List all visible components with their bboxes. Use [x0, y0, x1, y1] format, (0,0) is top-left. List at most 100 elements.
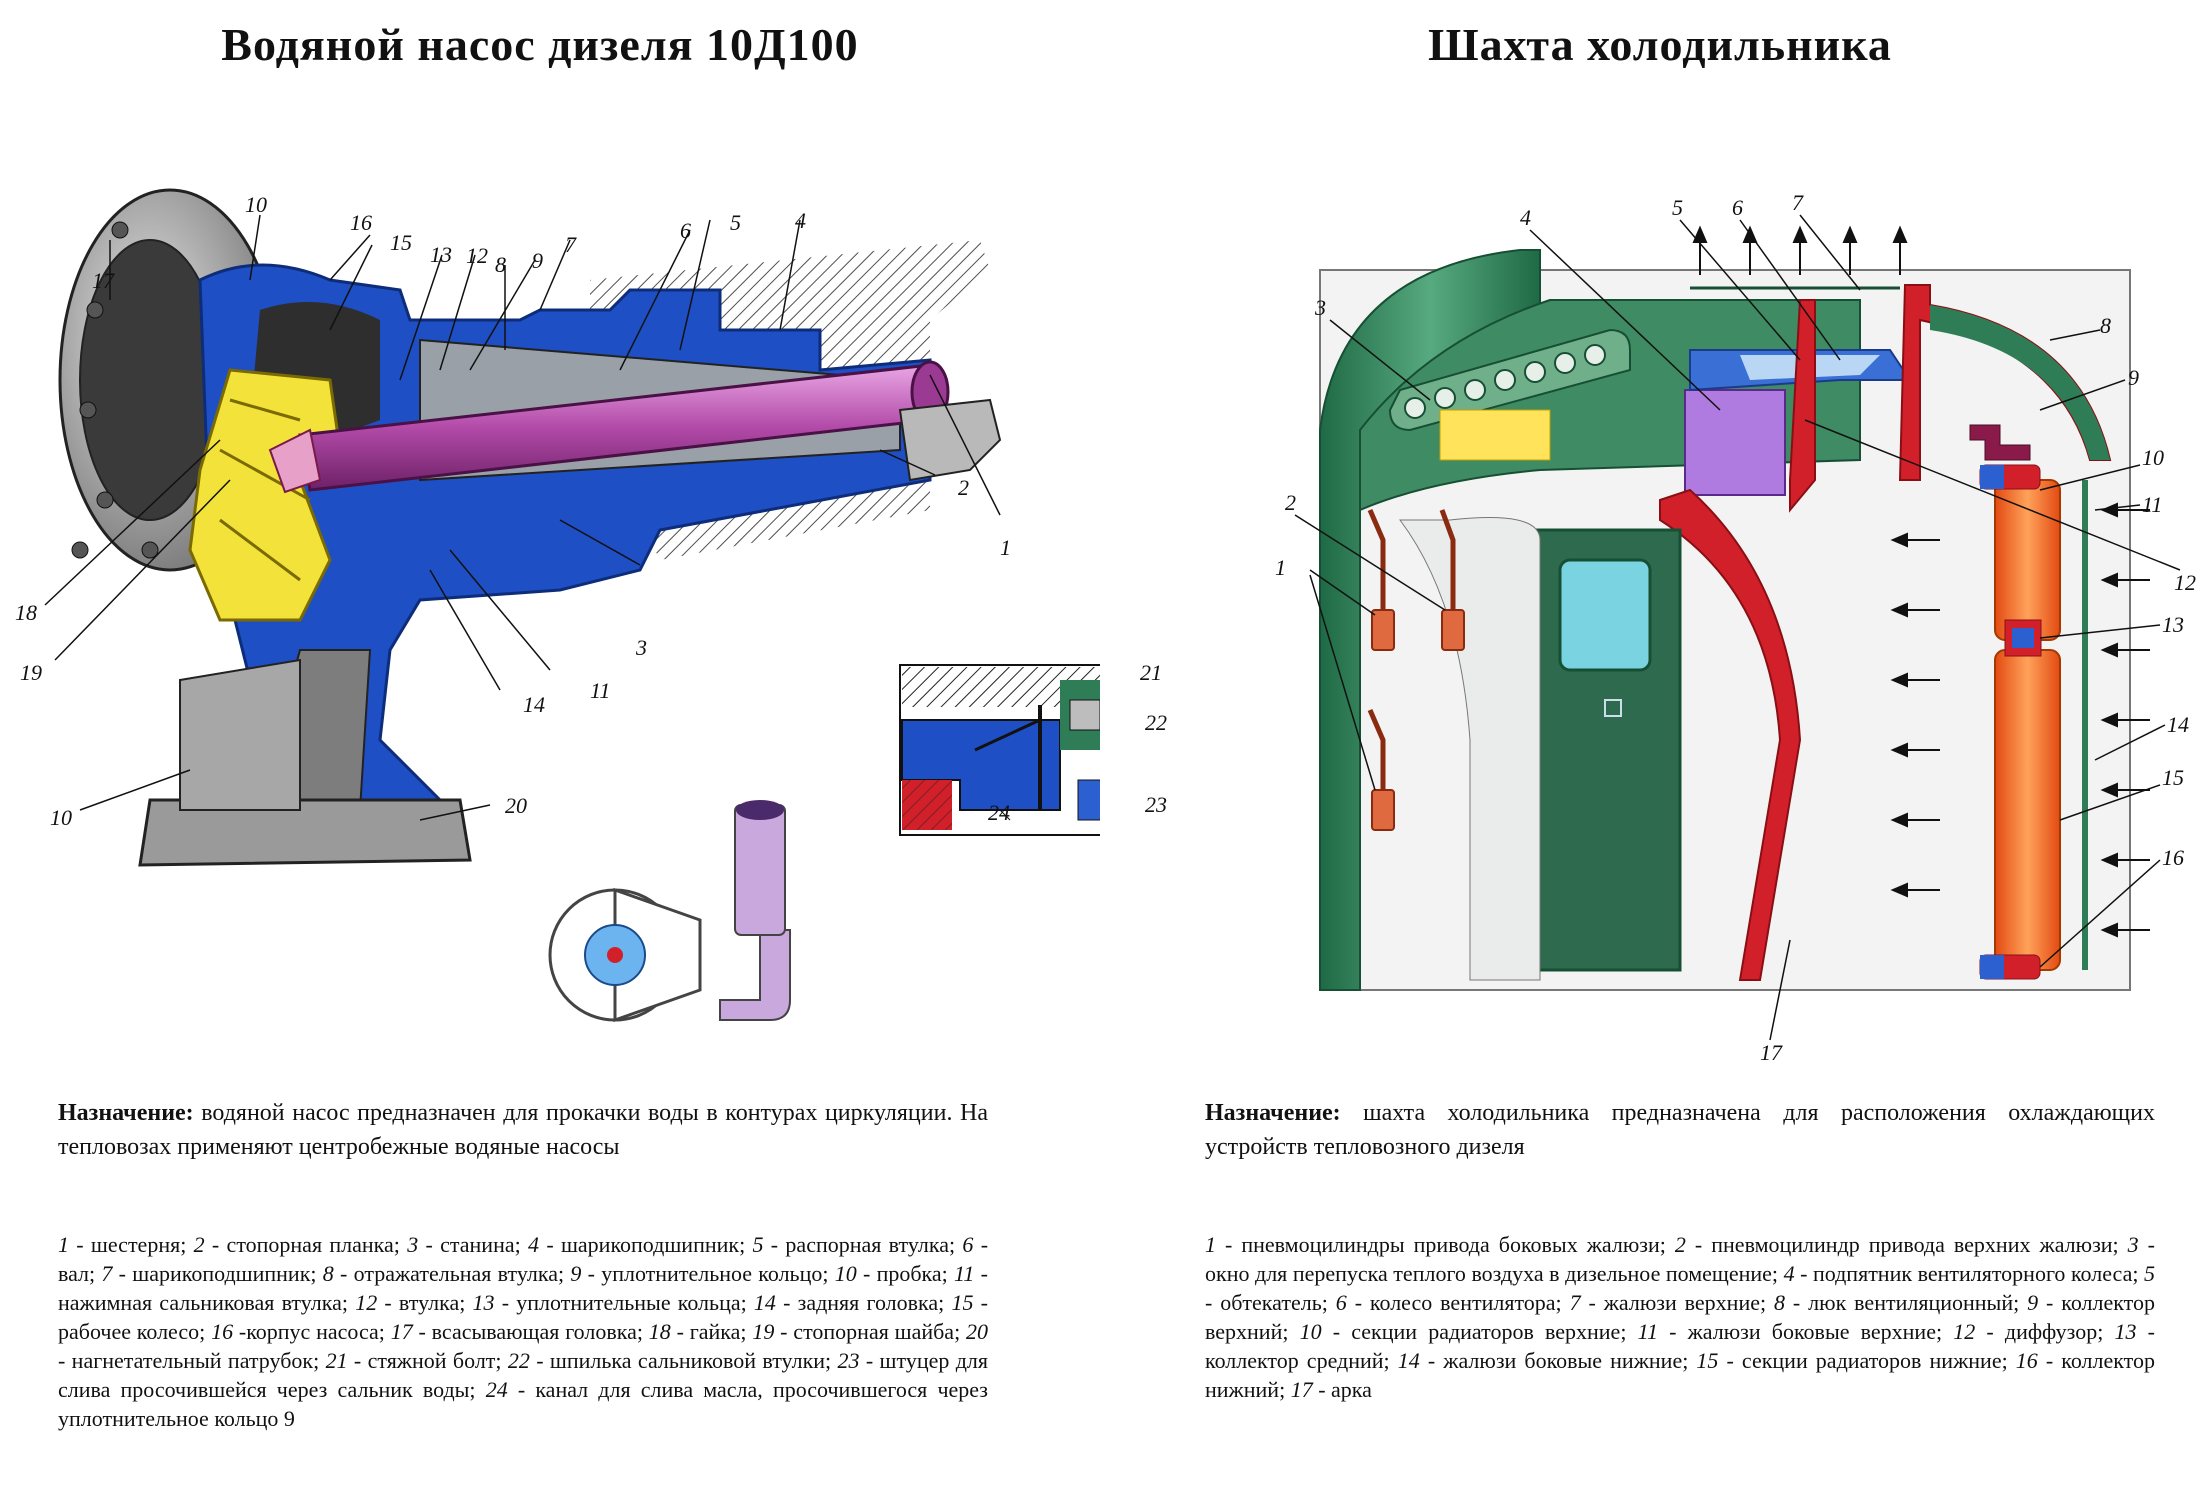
- discharge-flange: [138, 798, 472, 867]
- shaft-legend-num: 17: [1290, 1377, 1313, 1402]
- shaft-purpose-text: шахта холодильника предназначена для рас…: [1205, 1100, 2155, 1160]
- shaft-label-7: 7: [1792, 190, 1804, 215]
- pump-legend-num: 18: [648, 1319, 671, 1344]
- shaft-legend-num: 2: [1674, 1232, 1686, 1257]
- label-8: 8: [495, 252, 506, 277]
- pump-legend-num: 14: [753, 1290, 776, 1315]
- shaft-legend-num: 7: [1569, 1290, 1581, 1315]
- pump-purpose-text: водяной насос предназначен для прокачки …: [58, 1100, 988, 1160]
- pump-legend-num: 17: [390, 1319, 413, 1344]
- pump-legend-num: 21: [325, 1348, 348, 1373]
- pump-legend-text: - шарикоподшипник;: [539, 1232, 753, 1257]
- pump-legend-text: - станина;: [418, 1232, 529, 1257]
- label-19: 19: [20, 660, 42, 685]
- shaft-legend-num: 1: [1205, 1232, 1216, 1257]
- inflow-arrows: [1890, 502, 2150, 938]
- shaft-purpose: Назначение: шахта холодильника предназна…: [1205, 1096, 2155, 1164]
- label-13: 13: [430, 242, 452, 267]
- shaft-legend-text: - колесо вентилятора;: [1346, 1290, 1570, 1315]
- pump-legend-text: - шарикоподшипник;: [112, 1261, 323, 1286]
- label-10-top: 10: [245, 192, 267, 217]
- pump-legend-num: 2: [193, 1232, 205, 1257]
- pump-legend-num: 15: [951, 1290, 974, 1315]
- pump-legend-num: 6: [962, 1232, 974, 1257]
- pump-legend-num: 7: [101, 1261, 113, 1286]
- shaft-legend-text: - жалюзи верхние;: [1580, 1290, 1775, 1315]
- label-15: 15: [390, 230, 412, 255]
- air-bypass-window: [1388, 328, 1631, 432]
- pump-legend-text: - шестерня;: [69, 1232, 194, 1257]
- label-9: 9: [532, 248, 543, 273]
- pump-schematic-icon: [548, 800, 791, 1023]
- shaft-legend-num: 12: [1953, 1319, 1976, 1344]
- pump-legend-text: - стяжной болт;: [347, 1348, 508, 1373]
- shaft-label-16: 16: [2162, 845, 2184, 870]
- label-12: 12: [466, 243, 488, 268]
- pump-legend-num: 9: [570, 1261, 582, 1286]
- shaft-legend-text: - секции радиаторов верхние;: [1321, 1319, 1638, 1344]
- shaft-legend-text: - жалюзи боковые верхние;: [1657, 1319, 1954, 1344]
- label-20: 20: [505, 793, 527, 818]
- shaft-label-17: 17: [1760, 1040, 1783, 1060]
- pump-legend-text: -корпус насоса;: [233, 1319, 391, 1344]
- label-11: 11: [590, 678, 610, 703]
- shaft-legend-num: 11: [1637, 1319, 1658, 1344]
- pump-legend: 1 - шестерня; 2 - стопорная планка; 3 - …: [58, 1230, 988, 1433]
- pump-legend-num: 10: [834, 1261, 857, 1286]
- left-panel: Водяной насос дизеля 10Д100: [0, 19, 1100, 1433]
- inset-labels: [0, 120, 1100, 1040]
- shaft-label-13: 13: [2162, 612, 2184, 637]
- seal-detail-inset: [899, 664, 1100, 836]
- shaft-legend-num: 10: [1299, 1319, 1322, 1344]
- pump-purpose-label: Назначение:: [58, 1100, 194, 1126]
- pump-purpose: Назначение: водяной насос предназначен д…: [58, 1096, 988, 1164]
- label-21: 21: [1140, 660, 1162, 685]
- pump-legend-num: 22: [507, 1348, 530, 1373]
- shaft-purpose-label: Назначение:: [1205, 1100, 1341, 1126]
- impeller: [188, 368, 342, 622]
- shaft-legend-num: 8: [1774, 1290, 1786, 1315]
- pump-legend-num: 3: [407, 1232, 419, 1257]
- pump-legend-num: 8: [322, 1261, 334, 1286]
- shaft-legend: 1 - пневмоцилиндры привода боковых жалюз…: [1205, 1230, 2155, 1404]
- shaft-legend-text: - подпятник вентиляторного колеса;: [1794, 1261, 2144, 1286]
- pump-legend-text: - отражательная втулка;: [333, 1261, 571, 1286]
- shaft-label-4: 4: [1520, 205, 1531, 230]
- label-1: 1: [1000, 535, 1011, 560]
- shaft-legend-text: - арка: [1312, 1377, 1372, 1402]
- shaft-legend-num: 9: [2027, 1290, 2039, 1315]
- diffuser: [1659, 299, 1816, 981]
- shaft-legend-text: - коллектор верхний;: [1205, 1290, 2155, 1344]
- label-16: 16: [350, 210, 372, 235]
- pump-legend-num: 1: [58, 1232, 69, 1257]
- shaft-legend-text: - люк вентиляционный;: [1785, 1290, 2028, 1315]
- pump-legend-text: - вал;: [58, 1232, 989, 1286]
- shaft-legend-text: - коллектор средний;: [1205, 1319, 2155, 1373]
- shaft-label-12: 12: [2174, 570, 2196, 595]
- shaft-label-15: 15: [2162, 765, 2184, 790]
- shaft-legend-num: 6: [1335, 1290, 1347, 1315]
- pump-legend-text: - рабочее колесо;: [58, 1290, 989, 1344]
- yellow-window: [1439, 409, 1551, 461]
- pump-legend-num: 4: [528, 1232, 540, 1257]
- shaft-label-3: 3: [1314, 295, 1326, 320]
- pump-legend-num: 5: [752, 1232, 764, 1257]
- inset-number-labels: 21 22 23 24: [988, 660, 1167, 825]
- gear: [898, 398, 1002, 482]
- upper-radiator-sections: [1994, 479, 2061, 641]
- door-window: [1558, 558, 1652, 672]
- shaft-legend-text: - пневмоцилиндр привода верхних жалюзи;: [1685, 1232, 2128, 1257]
- shaft-legend-text: - пневмоцилиндры привода боковых жалюзи;: [1216, 1232, 1675, 1257]
- pump-legend-text: - шпилька сальниковой втулки;: [529, 1348, 838, 1373]
- pump-legend-num: 12: [355, 1290, 378, 1315]
- label-3: 3: [635, 635, 647, 660]
- shaft-label-14: 14: [2167, 712, 2189, 737]
- lower-radiator-sections: [1994, 649, 2061, 971]
- fan-hub: [1684, 389, 1786, 496]
- shaft-legend-num: 5: [2143, 1261, 2155, 1286]
- shaft-legend-num: 14: [1397, 1348, 1420, 1373]
- shaft-legend-text: - коллектор нижний;: [1205, 1348, 2155, 1402]
- label-14: 14: [523, 692, 545, 717]
- shaft-legend-num: 3: [2127, 1232, 2139, 1257]
- pump-title: Водяной насос дизеля 10Д100: [221, 19, 859, 70]
